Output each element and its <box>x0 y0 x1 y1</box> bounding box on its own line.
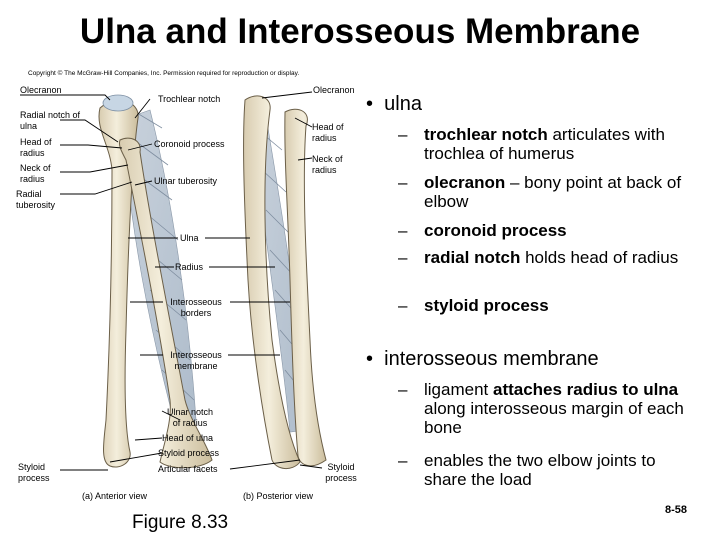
label-interosseous-membrane: Interosseous membrane <box>170 350 222 371</box>
label-radius: Radius <box>175 262 204 272</box>
label-olecranon-left: Olecranon <box>20 85 62 95</box>
page-title: Ulna and Interosseous Membrane <box>79 12 641 51</box>
label-head-of-ulna: Head of ulna <box>162 433 214 443</box>
label-neck-of-radius-left: Neck of radius <box>20 163 51 184</box>
caption-posterior-view: (b) Posterior view <box>243 491 314 501</box>
label-ulna: Ulna <box>180 233 199 243</box>
copyright-notice: Copyright © The McGraw-Hill Companies, I… <box>28 70 300 77</box>
label-styloid-process-right: Styloid process <box>325 462 357 483</box>
ulna-item-2: –olecranon – bony point at back of elbow <box>398 173 682 211</box>
leader-lines <box>20 91 323 471</box>
figure-number: Figure 8.33 <box>132 512 229 533</box>
label-head-of-radius-right: Head of radius <box>312 122 344 143</box>
ulna-item-3: –coronoid process <box>398 221 567 240</box>
ulna-item-1: –trochlear notch articulates with trochl… <box>398 125 665 163</box>
bullet-interosseous-membrane: • interosseous membrane <box>366 348 599 370</box>
anterior-view-figure <box>98 94 213 469</box>
label-trochlear-notch: Trochlear notch <box>158 94 221 104</box>
label-articular-facets: Articular facets <box>158 464 218 474</box>
label-radial-notch: Radial notch of ulna <box>20 110 81 131</box>
ulna-item-5: –styloid process <box>398 296 549 315</box>
posterior-view-figure <box>243 95 327 469</box>
label-styloid-process-left: Styloid process <box>18 462 50 483</box>
label-interosseous-borders: Interosseous borders <box>170 297 222 318</box>
label-ulnar-notch-of-radius: Ulnar notch of radius <box>166 407 214 428</box>
label-styloid-process-center: Styloid process <box>158 448 220 458</box>
membrane-item-2: –enables the two elbow joints to share t… <box>398 451 656 489</box>
caption-anterior-view: (a) Anterior view <box>82 491 148 501</box>
bullet-ulna: • ulna <box>366 93 422 115</box>
label-radial-tuberosity: Radial tuberosity <box>16 189 56 210</box>
label-olecranon-right: Olecranon <box>313 85 355 95</box>
membrane-item-1: –ligament attaches radius to ulna along … <box>398 380 684 437</box>
page-number: 8-58 <box>665 504 688 516</box>
radius-posterior <box>284 108 327 467</box>
label-ulnar-tuberosity: Ulnar tuberosity <box>154 176 218 186</box>
radius-anterior <box>119 137 213 469</box>
ulna-item-4: –radial notch holds head of radius <box>398 248 679 267</box>
label-head-of-radius-left: Head of radius <box>20 137 52 158</box>
label-coronoid-process: Coronoid process <box>154 139 225 149</box>
ulna-posterior <box>243 95 301 469</box>
label-neck-of-radius-right: Neck of radius <box>312 154 343 175</box>
